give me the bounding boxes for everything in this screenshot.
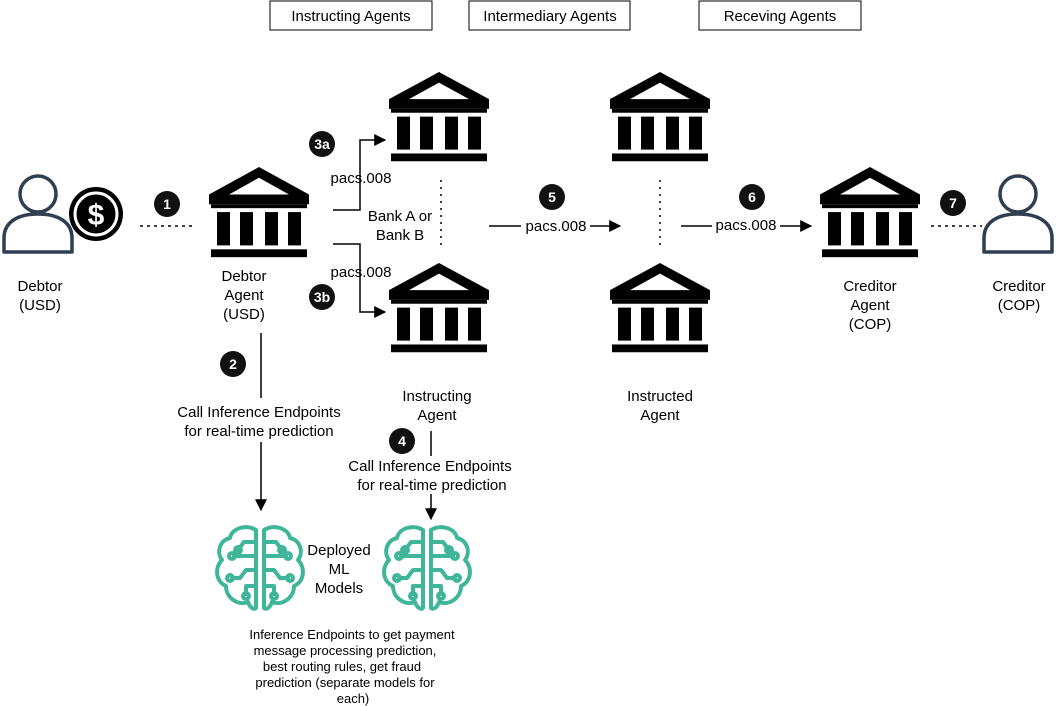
- debtor-label-line2: (USD): [19, 297, 61, 314]
- step-2: 2: [229, 356, 237, 372]
- creditor-label-line2: (COP): [998, 297, 1041, 314]
- debtor-label-line1: Debtor: [17, 278, 62, 295]
- header-receiving: Receving Agents: [724, 8, 837, 25]
- instructing-agent-line2: Agent: [417, 407, 457, 424]
- step-badge-2: [220, 351, 246, 377]
- bank-choice-line2: Bank B: [376, 227, 424, 244]
- endpoint-note-line1: Inference Endpoints to get payment: [249, 627, 455, 642]
- inference-call-4-line2: for real-time prediction: [357, 477, 506, 494]
- creditor-person-icon: [982, 174, 1054, 254]
- route-3b-arrow: [333, 243, 387, 318]
- instructing-bank-a-icon: [389, 72, 489, 162]
- creditor-label-line1: Creditor: [992, 278, 1045, 295]
- message-3a: pacs.008: [331, 170, 392, 187]
- step-4: 4: [398, 433, 406, 449]
- header-intermediary: Intermediary Agents: [483, 8, 616, 25]
- step-1: 1: [163, 196, 171, 212]
- header-receiving-box: [698, 0, 862, 31]
- instructed-bank-bottom-icon: [610, 263, 710, 353]
- message-5: pacs.008: [526, 218, 587, 235]
- inference-call-2-line2: for real-time prediction: [184, 423, 333, 440]
- inference-call-2-line1: Call Inference Endpoints: [177, 404, 340, 421]
- header-instructing: Instructing Agents: [291, 8, 410, 25]
- debtor-person-icon: [2, 174, 74, 254]
- dollar-coin-icon: $: [69, 187, 123, 241]
- ml-brain-icon-left: [215, 525, 305, 611]
- endpoint-note-line3: best routing rules, get fraud: [263, 659, 421, 674]
- step-badge-7: [940, 190, 966, 216]
- message-6: pacs.008: [716, 217, 777, 234]
- step-5: 5: [548, 189, 556, 205]
- creditor-agent-line2: Agent: [850, 297, 890, 314]
- ml-models-line1: Deployed: [307, 542, 370, 559]
- endpoint-note-line2: message processing prediction,: [254, 643, 437, 658]
- instructing-bank-b-icon: [389, 263, 489, 353]
- instructed-agent-line2: Agent: [640, 407, 680, 424]
- route-3a-arrow: [333, 134, 387, 211]
- step-3b: 3b: [314, 289, 330, 305]
- step-3a: 3a: [314, 136, 330, 152]
- step-7: 7: [949, 195, 957, 211]
- bank-choice-line1: Bank A or: [368, 208, 432, 225]
- ml-models-line3: Models: [315, 580, 363, 597]
- step-badge-4: [389, 428, 415, 454]
- header-intermediary-box: [468, 0, 631, 31]
- debtor-agent-line2: Agent: [224, 287, 264, 304]
- step-badge-3b: [309, 284, 335, 310]
- debtor-agent-line1: Debtor: [221, 268, 266, 285]
- debtor-agent-bank-icon: [209, 167, 309, 258]
- instructing-agent-line1: Instructing: [402, 388, 471, 405]
- creditor-agent-line1: Creditor: [843, 278, 896, 295]
- message-3b: pacs.008: [331, 264, 392, 281]
- step-badge-1: [154, 191, 180, 217]
- debtor-agent-line3: (USD): [223, 306, 265, 323]
- ml-brain-icon-right: [382, 525, 472, 611]
- endpoint-note-line5: each): [337, 691, 370, 706]
- svg-text:$: $: [88, 199, 105, 232]
- creditor-agent-bank-icon: [820, 167, 920, 258]
- step-badge-5: [539, 184, 565, 210]
- inference-call-4-line1: Call Inference Endpoints: [348, 458, 511, 475]
- header-instructing-box: [269, 0, 433, 31]
- step-badge-6: [739, 184, 765, 210]
- step-badge-3a: [309, 131, 335, 157]
- creditor-agent-line3: (COP): [849, 316, 892, 333]
- endpoint-note-line4: prediction (separate models for: [255, 675, 435, 690]
- step-6: 6: [748, 189, 756, 205]
- instructed-agent-line1: Instructed: [627, 388, 693, 405]
- instructed-bank-top-icon: [610, 72, 710, 162]
- ml-models-line2: ML: [329, 561, 350, 578]
